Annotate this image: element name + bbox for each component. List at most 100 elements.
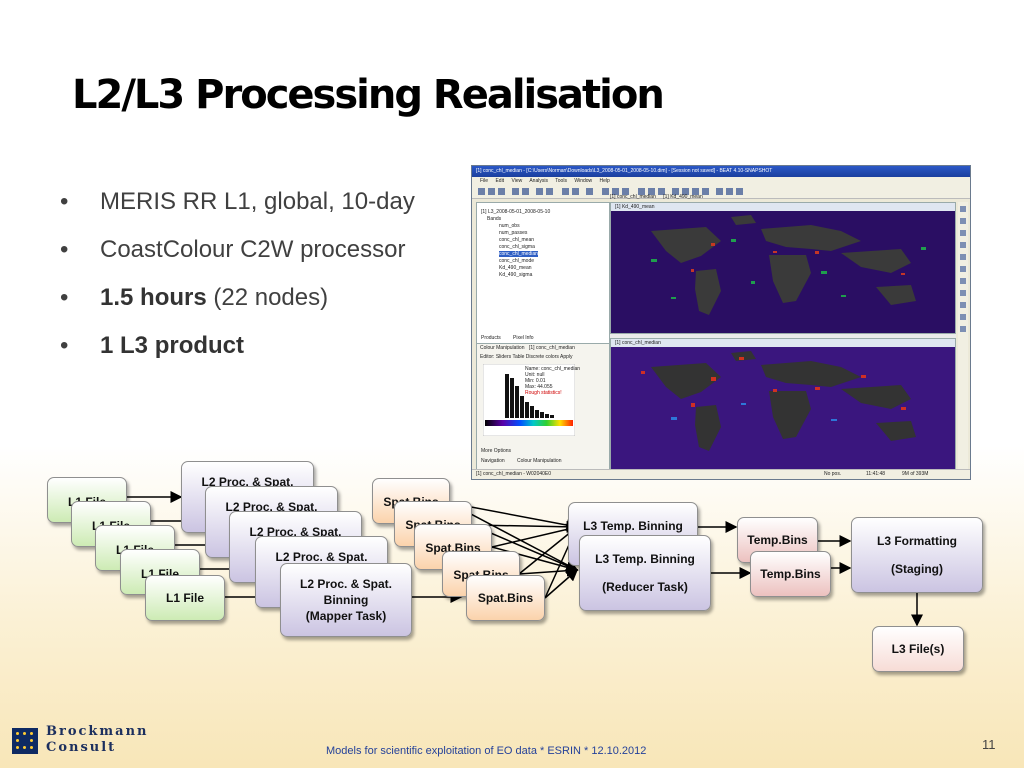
menu-edit: Edit	[495, 178, 505, 184]
l3-reducer-label: (Reducer Task)	[602, 580, 688, 594]
menu-help: Help	[599, 178, 610, 184]
editor-tab[interactable]: [1] conc_chl_median	[610, 194, 656, 200]
cm-tab-navigation[interactable]: Navigation	[481, 458, 505, 464]
tree-band[interactable]: conc_chl_sigma	[499, 244, 535, 250]
arrow	[518, 564, 579, 577]
logo-mark-icon	[12, 728, 38, 754]
bullet-text: CoastColour C2W processor	[100, 236, 406, 263]
cm-editor-label: Editor:	[480, 354, 495, 360]
cm-tab-colour[interactable]: Colour Manipulation	[517, 458, 562, 464]
tab-pixel-info[interactable]: Pixel Info	[513, 335, 534, 341]
tree-band[interactable]: num_obs	[499, 223, 520, 229]
map-window-chl: [1] conc_chl_median	[610, 338, 956, 470]
bullet-item: 1.5 hours (22 nodes)	[60, 284, 415, 332]
l2-proc-label: L2 Proc. & Spat.	[225, 500, 318, 514]
l2-proc-label: L2 Proc. & Spat.	[249, 525, 342, 539]
tree-band[interactable]: num_passes	[499, 230, 528, 236]
cm-table-radio[interactable]: Table	[512, 354, 525, 360]
cm-editor-row: Editor: Sliders Table Discrete colors Ap…	[480, 354, 573, 360]
right-toolbar	[958, 202, 968, 470]
footer-text: Models for scientific exploitation of EO…	[326, 745, 647, 757]
bullet-bold: 1 L3 product	[100, 332, 245, 359]
menu-analysis: Analysis	[529, 178, 548, 184]
beam-visat-screenshot: [1] conc_chl_median - [C:\Users\Norman\D…	[471, 165, 971, 480]
cm-rough-warning: Rough statistics!	[525, 390, 562, 396]
l2-proc-label: L2 Proc. & Spat.	[201, 475, 294, 489]
map-window-kd490: [1] Kd_490_mean	[610, 202, 956, 334]
tree-root[interactable]: [1] L3_2008-05-01_2008-05-10	[481, 209, 551, 215]
left-panel: [1] L3_2008-05-01_2008-05-10 Bands num_o…	[476, 202, 610, 472]
spat-bins-box: Spat.Bins	[466, 575, 545, 621]
tree-band[interactable]: conc_chl_mean	[499, 237, 535, 243]
histogram	[483, 364, 575, 436]
l3-files-label: L3 File(s)	[891, 641, 945, 656]
toolbar-icons	[478, 188, 743, 195]
menu-view: View	[511, 178, 523, 184]
l2-mapper-box: L2 Proc. & Spat. Binning (Mapper Task)	[280, 563, 412, 637]
l3-files-box: L3 File(s)	[872, 626, 964, 672]
l1-file-label: L1 File	[165, 590, 204, 605]
page-number: 11	[982, 737, 996, 752]
bullet-item: CoastColour C2W processor	[60, 236, 415, 284]
cm-sliders-radio[interactable]: Sliders	[495, 354, 512, 360]
cm-info-line: Unit: null	[525, 372, 545, 378]
tree-band[interactable]: conc_chl_mode	[499, 258, 535, 264]
screenshot-window-title: [1] conc_chl_median - [C:\Users\Norman\D…	[472, 166, 970, 177]
l3-staging-label: (Staging)	[891, 562, 943, 576]
bullet-text: MERIS RR L1, global, 10-day	[100, 188, 415, 215]
bullet-text: (22 nodes)	[206, 284, 329, 311]
l2-mapper-label: (Mapper Task)	[305, 609, 387, 624]
screenshot-toolbar	[472, 186, 970, 199]
cm-apply-button[interactable]: Apply	[560, 354, 573, 360]
l3-temp-label: L3 Temp. Binning	[595, 551, 695, 566]
tree-band[interactable]: Kd_490_sigma	[499, 272, 533, 278]
l3-formatting-label: L3 Formatting	[877, 533, 957, 548]
bullet-item: 1 L3 product	[60, 332, 415, 380]
map-title: [1] conc_chl_median	[611, 339, 955, 347]
spat-bins-label: Spat.Bins	[477, 590, 534, 605]
l3-reducer-box: L3 Temp. Binning (Reducer Task)	[579, 535, 711, 611]
logo-line1: Brockmann	[46, 724, 149, 739]
l2-proc-label: L2 Proc. & Spat.	[299, 576, 393, 591]
cm-tab[interactable]: Colour Manipulation	[480, 345, 525, 351]
world-map-image	[611, 211, 955, 333]
tree-band-selected[interactable]: conc_chl_median	[499, 251, 538, 257]
tree-folder-bands[interactable]: Bands	[487, 216, 502, 222]
arrow	[491, 546, 579, 574]
colour-manipulation-panel: Colour Manipulation [1] conc_chl_median …	[477, 343, 609, 470]
cm-info-line: Max: 44.055	[525, 384, 553, 390]
product-tree: [1] L3_2008-05-01_2008-05-10 Bands num_o…	[477, 209, 609, 341]
status-bar: [1] conc_chl_median - W02040E0 No pos. 1…	[472, 469, 970, 479]
screenshot-menubar: File Edit View Analysis Tools Window Hel…	[472, 177, 970, 186]
logo-line2: Consult	[46, 740, 117, 755]
map-area: [1] conc_chl_median [1] Kd_490_mean [1] …	[610, 194, 956, 470]
l1-file-box: L1 File	[145, 575, 225, 621]
logo-text: Brockmann Consult	[46, 724, 149, 756]
tab-products[interactable]: Products	[481, 335, 501, 341]
menu-tools: Tools	[555, 178, 567, 184]
tree-band[interactable]: Kd_490_mean	[499, 265, 532, 271]
status-time: 11:41:48	[866, 471, 886, 477]
cm-more-options[interactable]: More Options	[481, 448, 512, 454]
world-map-image	[611, 347, 955, 469]
bullet-item: MERIS RR L1, global, 10-day	[60, 188, 415, 236]
tool-icons	[960, 206, 966, 332]
l3-formatting-box: L3 Formatting (Staging)	[851, 517, 983, 593]
cm-discrete-checkbox[interactable]: Discrete colors	[525, 354, 559, 360]
temp-bins-label: Temp.Bins	[747, 532, 808, 547]
cm-tab2[interactable]: [1] conc_chl_median	[529, 345, 575, 351]
bullet-bold: 1.5 hours	[100, 284, 207, 311]
menu-file: File	[480, 178, 489, 184]
cm-info-line: Name: conc_chl_median	[525, 366, 581, 372]
cm-info: Name: conc_chl_median Unit: null Min: 0.…	[525, 366, 580, 396]
editor-tab[interactable]: [1] Kd_490_mean	[663, 194, 703, 200]
map-title: [1] Kd_490_mean	[611, 203, 955, 211]
menu-window: Window	[574, 178, 593, 184]
status-file: [1] conc_chl_median - W02040E0	[476, 471, 552, 477]
cm-info-line: Min: 0.01	[525, 378, 546, 384]
status-pos: No pos.	[824, 471, 842, 477]
temp-bins-box: Temp.Bins	[750, 551, 831, 597]
slide-title: L2/L3 Processing Realisation	[72, 72, 665, 118]
arrow	[544, 569, 579, 599]
